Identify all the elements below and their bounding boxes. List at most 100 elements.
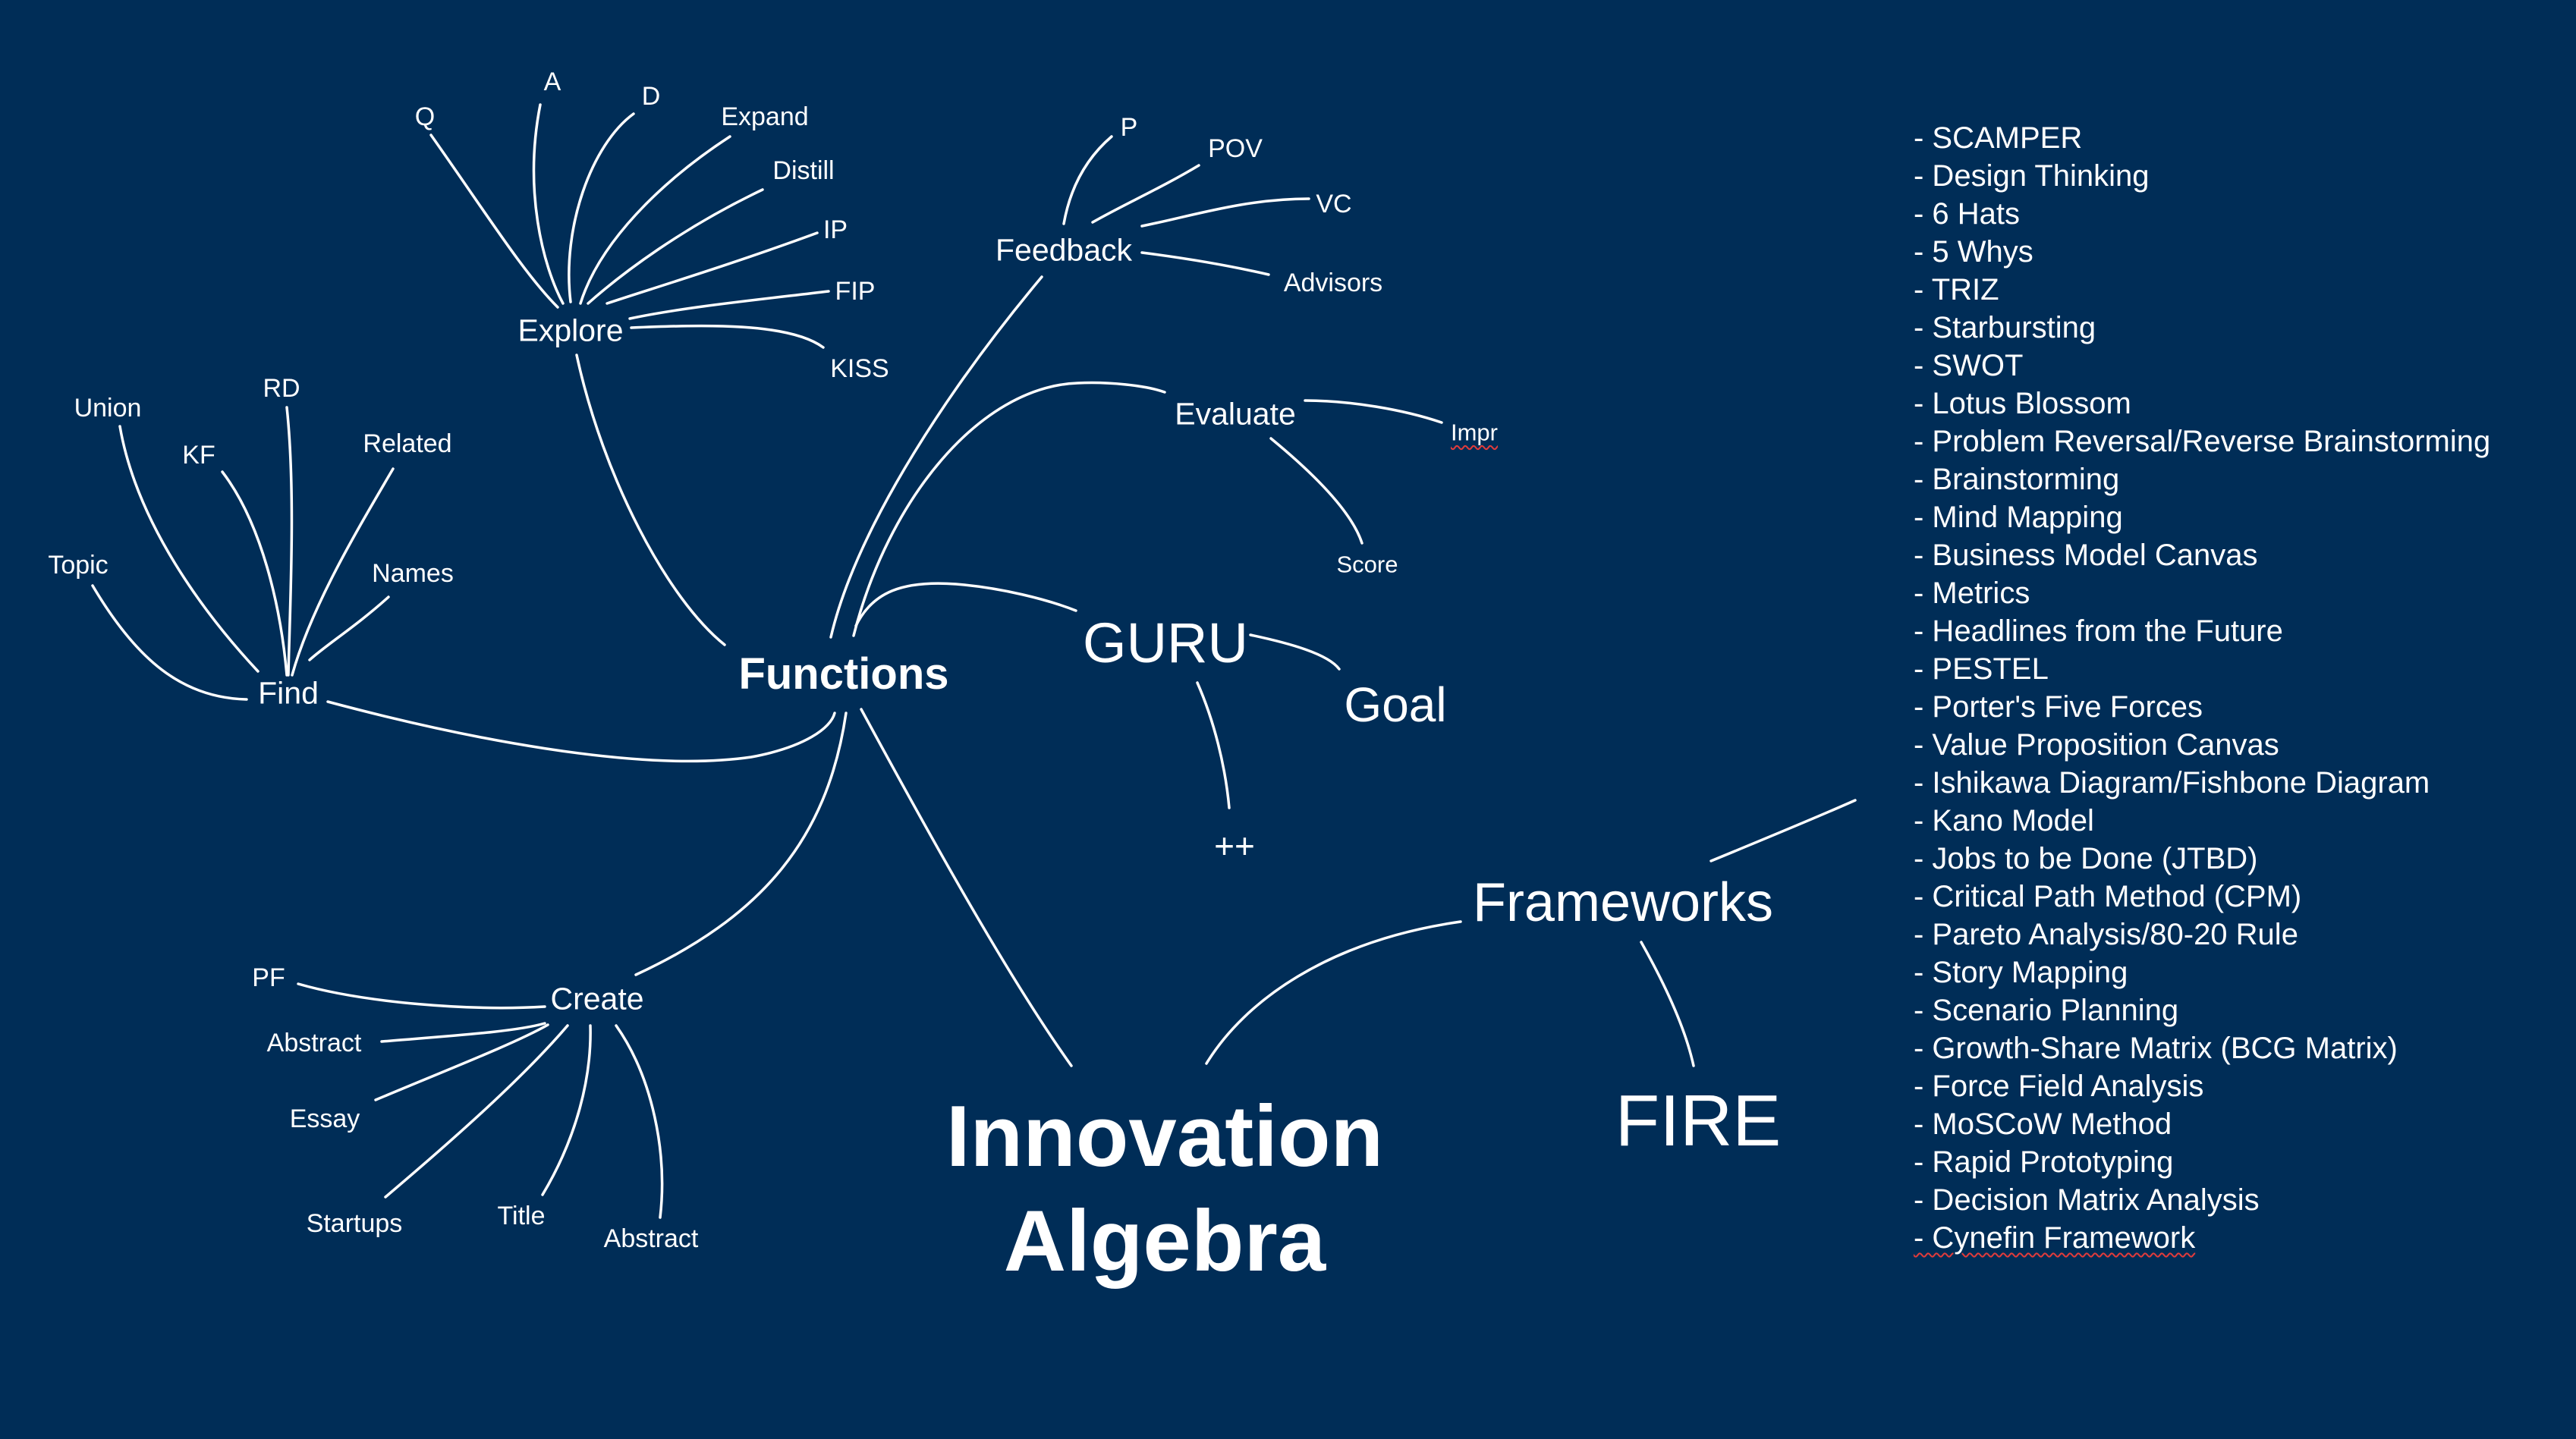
explore-node: Explore (517, 313, 624, 348)
feedback-child-advisors: Advisors (1283, 269, 1383, 297)
create-child-essay: Essay (289, 1104, 360, 1133)
functions-node: Functions (738, 649, 949, 699)
framework-item: - Cynefin Framework (1914, 1221, 2196, 1255)
connector-find-related (291, 467, 395, 677)
connector-explore-d (568, 112, 635, 303)
connector-explore-kiss (630, 324, 825, 349)
innovation-algebra-title: Innovation Algebra (899, 1085, 1430, 1294)
fire-node: FIRE (1615, 1080, 1782, 1161)
find-child-union: Union (74, 394, 142, 423)
explore-child-expand: Expand (721, 102, 809, 131)
framework-item: - Headlines from the Future (1914, 614, 2283, 648)
create-child-startups: Startups (306, 1209, 403, 1238)
connector-explore-q (429, 134, 559, 309)
explore-child-q: Q (414, 102, 436, 131)
connector-find-topic (91, 584, 248, 701)
create-node: Create (550, 981, 644, 1016)
connector-functions-guru (854, 582, 1077, 627)
create-child-abstract-2: Abstract (603, 1224, 699, 1253)
framework-item: - Decision Matrix Analysis (1914, 1183, 2260, 1217)
framework-item: - Force Field Analysis (1914, 1070, 2204, 1103)
connector-create-essay (374, 1023, 549, 1101)
connector-functions-find (326, 700, 836, 763)
connector-evaluate-impr (1304, 399, 1443, 424)
framework-item: - Lotus Blossom (1914, 387, 2131, 420)
title-line-1: Innovation (945, 1089, 1384, 1185)
framework-item: - Value Proposition Canvas (1914, 728, 2279, 762)
framework-item: - Growth-Share Matrix (BCG Matrix) (1914, 1032, 2398, 1065)
framework-item: - Business Model Canvas (1914, 539, 2258, 572)
connector-functions-explore (575, 353, 726, 646)
connector-functions-feedback (829, 275, 1043, 639)
find-child-rd: RD (263, 374, 300, 403)
feedback-child-vc: VC (1316, 190, 1352, 218)
guru-child-goal: Goal (1344, 677, 1447, 732)
explore-child-distill: Distill (772, 156, 835, 185)
connector-frameworks-list (1709, 799, 1857, 862)
framework-item: - Porter's Five Forces (1914, 690, 2203, 724)
connector-feedback-vc (1140, 197, 1310, 228)
framework-item: - SWOT (1914, 349, 2024, 382)
guru-child-plusplus: ++ (1214, 826, 1255, 866)
framework-item: - Story Mapping (1914, 956, 2128, 989)
connector-explore-distill (587, 188, 764, 305)
connector-explore-ip (605, 231, 819, 305)
explore-child-kiss: KISS (830, 354, 889, 383)
guru-node: GURU (1083, 611, 1248, 674)
framework-item: - Design Thinking (1914, 159, 2150, 193)
framework-item: - 5 Whys (1914, 235, 2033, 269)
connector-find-names (308, 595, 390, 661)
connector-explore-expand (579, 135, 731, 305)
connector-find-rd (285, 406, 294, 677)
create-child-pf: PF (252, 963, 285, 992)
explore-child-a: A (543, 68, 561, 96)
connector-create-abstract1 (380, 1022, 546, 1043)
find-node: Find (258, 675, 319, 711)
framework-item: - Rapid Prototyping (1914, 1145, 2174, 1179)
framework-item: - Ishikawa Diagram/Fishbone Diagram (1914, 766, 2430, 800)
connector-feedback-p (1062, 135, 1113, 225)
framework-item: - Jobs to be Done (JTBD) (1914, 842, 2258, 875)
framework-item: - Scenario Planning (1914, 994, 2179, 1027)
connector-find-union (118, 425, 259, 673)
evaluate-node: Evaluate (1175, 396, 1296, 432)
framework-item: - MoSCoW Method (1914, 1108, 2172, 1141)
framework-item: - Metrics (1914, 577, 2030, 610)
framework-item: - TRIZ (1914, 273, 1999, 306)
connector-functions-create (634, 712, 848, 976)
connector-create-abstract2 (615, 1024, 664, 1219)
framework-item: - Critical Path Method (CPM) (1914, 880, 2302, 913)
find-child-topic: Topic (48, 551, 109, 580)
explore-child-d: D (641, 82, 661, 111)
title-line-2: Algebra (1003, 1193, 1326, 1290)
connector-create-title (541, 1024, 592, 1196)
connector-feedback-pov (1091, 164, 1200, 224)
find-child-related: Related (363, 429, 452, 458)
connector-evaluate-score (1269, 437, 1363, 545)
explore-child-ip: IP (822, 215, 848, 244)
find-child-kf: KF (182, 441, 215, 470)
find-child-names: Names (372, 559, 454, 588)
explore-child-fip: FIP (835, 277, 876, 306)
frameworks-node: Frameworks (1472, 872, 1774, 933)
framework-item: - SCAMPER (1914, 121, 2083, 155)
feedback-node: Feedback (995, 232, 1133, 268)
framework-item: - Pareto Analysis/80-20 Rule (1914, 918, 2298, 951)
create-child-abstract: Abstract (266, 1029, 362, 1057)
framework-item: - Problem Reversal/Reverse Brainstorming (1914, 425, 2491, 458)
connector-explore-a (532, 103, 565, 305)
framework-item: - Kano Model (1914, 804, 2094, 837)
framework-item: - Starbursting (1914, 311, 2096, 344)
connector-functions-evaluate (852, 381, 1166, 637)
connector-find-kf (221, 470, 288, 677)
framework-item: - Mind Mapping (1914, 501, 2123, 534)
connector-title-frameworks (1205, 920, 1462, 1065)
connector-frameworks-fire (1640, 941, 1695, 1067)
evaluate-child-score: Score (1336, 551, 1398, 578)
connector-guru-plusplus (1196, 681, 1231, 809)
evaluate-child-impr: Impr (1451, 419, 1498, 446)
connector-create-pf (297, 982, 546, 1010)
connector-create-startups (384, 1024, 569, 1199)
framework-item: - 6 Hats (1914, 197, 2021, 231)
